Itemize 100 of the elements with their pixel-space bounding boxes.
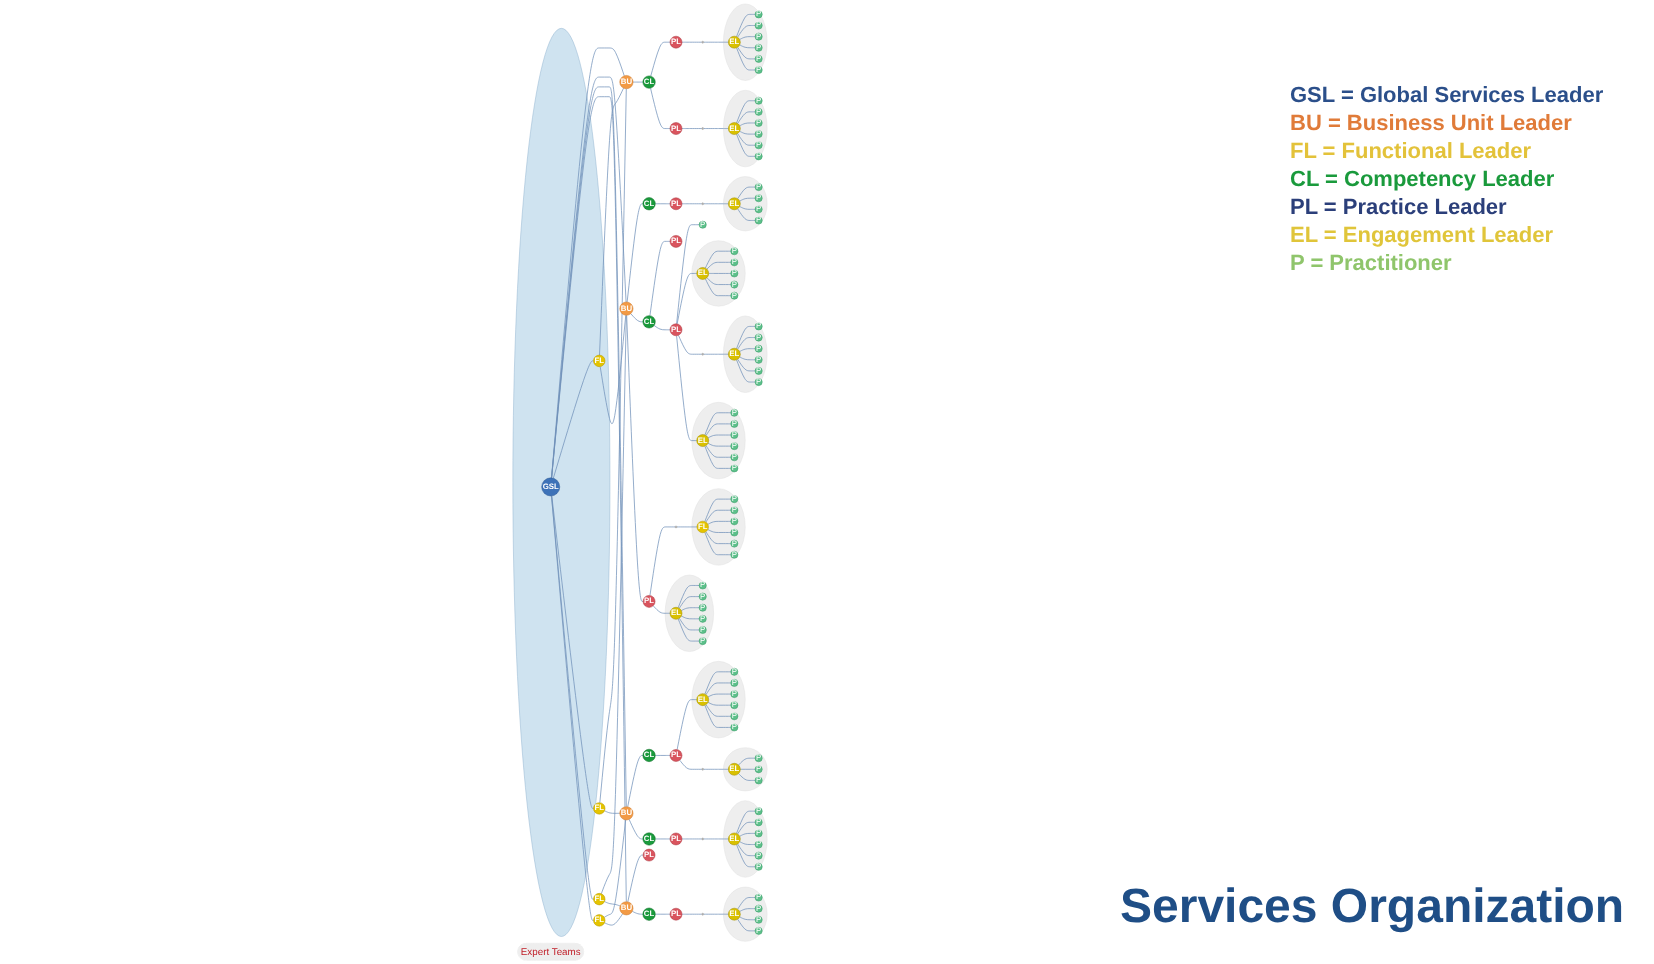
connector: [652, 605, 671, 614]
connector: [737, 918, 756, 932]
connector: [600, 314, 627, 895]
connector: [737, 208, 756, 221]
connector: [705, 531, 732, 544]
connector: [654, 913, 671, 915]
legend-entry: GSL = Global Services Leader: [1290, 84, 1604, 108]
cluster: [691, 488, 746, 566]
connector: [705, 509, 732, 523]
connector: [676, 699, 698, 750]
connector: [703, 913, 729, 915]
node-circle: [674, 525, 678, 529]
connector: [737, 337, 756, 350]
connector: [604, 810, 621, 814]
connector: [681, 128, 703, 129]
connector: [737, 821, 756, 835]
connector: [704, 498, 732, 522]
node-circle: [701, 768, 704, 771]
connector: [706, 261, 732, 270]
connector: [704, 671, 732, 695]
connector: [632, 81, 644, 83]
connector: [707, 529, 732, 533]
connector: [603, 819, 626, 918]
node-circle: [701, 912, 704, 916]
legend-entry: P = Practitioner: [1290, 252, 1454, 276]
connector: [705, 278, 732, 297]
connector: [705, 250, 732, 269]
node-circle: [701, 202, 704, 205]
connector: [681, 41, 703, 43]
connector: [681, 203, 703, 205]
connector: [604, 913, 624, 926]
connector: [736, 100, 756, 124]
connector: [676, 224, 700, 325]
connector: [706, 277, 732, 285]
connector: [737, 897, 756, 910]
connector: [707, 521, 732, 525]
connector: [703, 768, 729, 770]
cluster: [723, 800, 768, 878]
connector: [705, 445, 732, 458]
connector: [650, 87, 671, 129]
connector: [739, 768, 756, 770]
connector: [677, 585, 700, 609]
connector: [681, 607, 700, 611]
connector: [705, 423, 732, 436]
connector: [630, 313, 644, 323]
connector: [703, 353, 729, 355]
connector: [627, 854, 644, 903]
connector: [738, 773, 756, 781]
connector: [707, 702, 732, 706]
connector: [677, 618, 700, 642]
connector: [703, 41, 729, 43]
connector: [736, 326, 756, 349]
connector: [649, 241, 671, 317]
connector: [737, 25, 756, 38]
connector: [739, 833, 756, 837]
connector: [739, 36, 756, 40]
cluster: [723, 176, 768, 232]
connector: [679, 759, 703, 770]
connector: [678, 334, 703, 355]
connector: [654, 755, 671, 756]
connector: [739, 916, 756, 921]
legend-entry: CL = Competency Leader: [1290, 168, 1557, 192]
connector: [626, 314, 644, 602]
connector: [738, 757, 756, 766]
connector: [708, 273, 732, 274]
connector: [736, 810, 756, 834]
connector: [736, 844, 756, 868]
connector: [707, 693, 732, 698]
connector: [737, 843, 756, 856]
cluster: [723, 747, 768, 792]
connector: [736, 14, 756, 37]
cluster: [723, 315, 768, 393]
node-circle: [701, 127, 704, 130]
connector: [739, 348, 756, 352]
cluster: [691, 240, 746, 307]
connector: [678, 596, 700, 609]
connector: [703, 128, 729, 129]
connector: [737, 111, 756, 124]
connector: [705, 682, 732, 695]
connector: [552, 360, 594, 479]
connector: [654, 838, 671, 840]
legend-entry: EL = Engagement Leader: [1290, 224, 1556, 248]
connector: [653, 325, 671, 331]
connector: [739, 130, 756, 135]
connector: [676, 273, 698, 325]
connector: [703, 838, 729, 840]
connector: [739, 206, 756, 210]
connector: [736, 133, 756, 157]
connector: [631, 910, 644, 915]
connector: [681, 615, 700, 620]
node-circle: [701, 353, 704, 356]
connector: [739, 356, 756, 361]
connector: [704, 704, 732, 728]
connector: [678, 617, 700, 631]
connector: [599, 88, 627, 804]
connector: [707, 434, 732, 439]
connector: [739, 197, 756, 202]
cluster: [691, 402, 746, 480]
connector: [681, 838, 703, 840]
connector: [737, 133, 756, 146]
